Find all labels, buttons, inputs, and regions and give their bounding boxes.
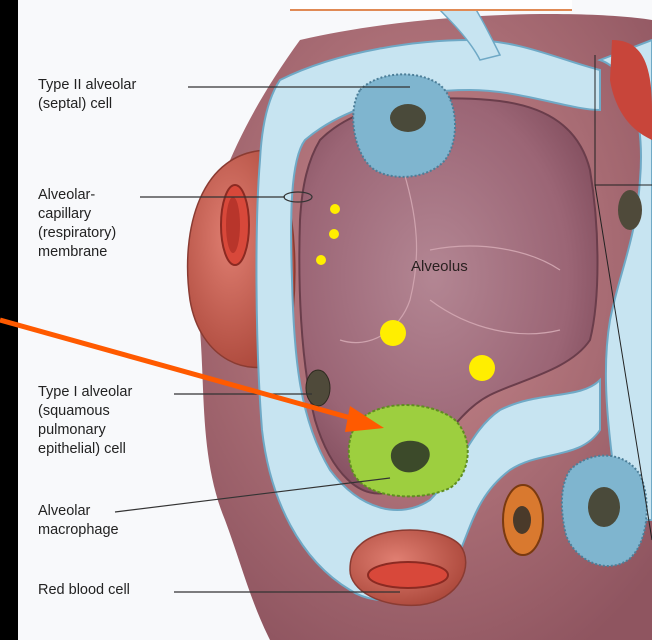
type1-nucleus bbox=[306, 370, 330, 406]
yellow-dot bbox=[330, 204, 340, 214]
yellow-dot bbox=[329, 229, 339, 239]
orange-nucleus bbox=[513, 506, 531, 534]
rbc-left-inner bbox=[226, 197, 240, 253]
rbc-bottom bbox=[368, 562, 448, 588]
label-macrophage: Alveolar macrophage bbox=[38, 502, 119, 540]
yellow-dot-large bbox=[469, 355, 495, 381]
blue-cell-nucleus bbox=[588, 487, 620, 527]
wall-nucleus bbox=[618, 190, 642, 230]
label-type1: Type I alveolar (squamous pulmonary epit… bbox=[38, 383, 132, 459]
yellow-dot-large bbox=[380, 320, 406, 346]
yellow-dot bbox=[316, 255, 326, 265]
label-type2: Type II alveolar (septal) cell bbox=[38, 76, 136, 114]
top-white-box bbox=[290, 0, 572, 10]
label-alveolus: Alveolus bbox=[411, 258, 468, 275]
label-membrane: Alveolar- capillary (respiratory) membra… bbox=[38, 186, 116, 262]
type2-nucleus bbox=[390, 104, 426, 132]
label-rbc: Red blood cell bbox=[38, 581, 130, 600]
